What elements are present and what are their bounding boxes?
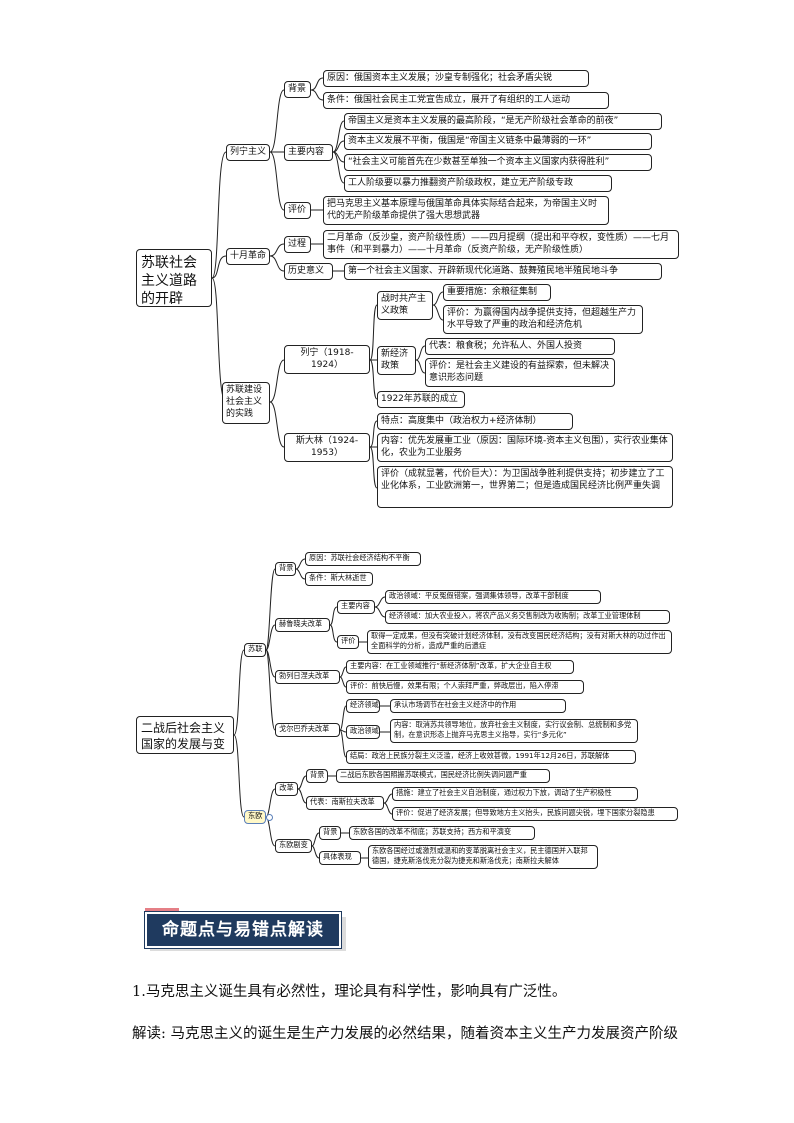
- leaf-lenin-content-1: 帝国主义是资本主义发展的最高阶段，“是无产阶级社会革命的前夜”: [344, 113, 662, 130]
- node-lenin-background: 背景: [284, 81, 311, 98]
- node-khrushchev: 赫鲁晓夫改革: [275, 618, 330, 632]
- node-eastern-europe[interactable]: 东欧: [244, 810, 266, 824]
- node-nep: 新经济政策: [377, 346, 416, 375]
- leaf-stalin-2: 内容：优先发展重工业（原因：国际环境-资本主义包围），实行农业集体化，农业为工业…: [377, 433, 673, 462]
- mindmap2-connectors: [233, 558, 393, 859]
- node-drastic-bg: 背景: [319, 826, 341, 840]
- leaf-war-communism-2: 评价：为赢得国内战争提供支持，但超越生产力水平导致了严重的政治和经济危机: [443, 305, 643, 334]
- map2-root: 二战后社会主义国家的发展与变化: [136, 716, 234, 754]
- leaf-gorbachev-result: 结局：政治上民族分裂主义泛滥，经济上收效甚微，1991年12月26日，苏联解体: [346, 750, 636, 764]
- leaf-drastic-manifest: 东欧各国经过或激烈或温和的变革脱离社会主义，民主德国并入联邦德国，捷克斯洛伐克分…: [368, 845, 598, 869]
- leaf-stalin-1: 特点：高度集中（政治权力+经济体制）: [377, 413, 573, 430]
- leaf-lenin-content-2: 资本主义发展不平衡，俄国是“帝国主义链条中最薄弱的一环”: [344, 133, 652, 150]
- node-soviet-practice: 苏联建设社会主义的实践: [222, 382, 270, 424]
- leaf-brezhnev-2: 评价：前快后慢，效果有限；个人崇拜严重，弊政层出，陷入停滞: [346, 680, 584, 694]
- leaf-ussr-bg-1: 原因：苏联社会经济结构不平衡: [305, 552, 421, 566]
- leaf-brezhnev-1: 主要内容：在工业领域推行“新经济体制”改革，扩大企业自主权: [346, 660, 574, 674]
- mindmap1-connectors: [211, 77, 444, 489]
- leaf-khrushchev-eval: 取得一定成果，但没有突破计划经济体制，没有改变国民经济结构；没有对斯大林的功过作…: [367, 630, 672, 654]
- node-ussr: 苏联: [244, 643, 266, 657]
- leaf-lenin-bg-2: 条件：俄国社会民主工党宣告成立，展开了有组织的工人运动: [323, 92, 609, 109]
- node-khrushchev-eval: 评价: [337, 635, 359, 649]
- leaf-gorbachev-econ: 承认市场调节在社会主义经济中的作用: [390, 699, 566, 713]
- node-lenin-content: 主要内容: [284, 144, 333, 161]
- node-drastic-manifest: 具体表现: [319, 851, 361, 865]
- leaf-stalin-3: 评价（成就显著，代价巨大）：为卫国战争胜利提供支持；初步建立了工业化体系，工业欧…: [377, 466, 673, 508]
- node-gorbachev-econ: 经济领域: [346, 699, 380, 713]
- node-khrushchev-content: 主要内容: [337, 600, 375, 614]
- node-east-reform: 改革: [275, 782, 298, 796]
- leaf-east-reform-bg: 二战后东欧各国照搬苏联模式，国民经济比例失调问题严重: [336, 769, 550, 783]
- node-october-process: 过程: [284, 236, 311, 253]
- paragraph-2: 解读: 马克思主义的诞生是生产力发展的必然结果，随着资本主义生产力发展资产阶级: [132, 1026, 678, 1042]
- node-gorbachev-politics: 政治领域: [346, 725, 380, 739]
- node-east-reform-bg: 背景: [306, 769, 328, 783]
- node-brezhnev: 勃列日涅夫改革: [275, 670, 340, 684]
- leaf-yugoslavia-1: 措施：建立了社会主义自治制度，通过权力下放，调动了生产积极性: [392, 787, 638, 801]
- leaf-lenin-content-3: “社会主义可能首先在少数甚至单独一个资本主义国家内获得胜利”: [344, 154, 652, 171]
- leaf-yugoslavia-2: 评价：促进了经济发展；但导致地方主义抬头，民族问题尖锐，埋下国家分裂隐患: [392, 807, 678, 821]
- map1-root: 苏联社会主义道路的开辟: [136, 249, 212, 307]
- leaf-ussr-bg-2: 条件：斯大林逝世: [305, 572, 373, 586]
- collapse-toggle-icon[interactable]: [266, 814, 273, 821]
- paragraph-1: 1.马克思主义诞生具有必然性，理论具有科学性，影响具有广泛性。: [132, 984, 567, 1000]
- node-october-meaning: 历史意义: [284, 263, 333, 280]
- leaf-khrushchev-content-2: 经济领域：加大农业投入，将农产品义务交售制改为收购制；改革工业管理体制: [385, 610, 670, 624]
- leaf-october-meaning: 第一个社会主义国家、开辟新现代化道路、鼓舞殖民地半殖民地斗争: [344, 263, 662, 280]
- node-drastic-change: 东欧剧变: [275, 839, 312, 853]
- node-war-communism: 战时共产主义政策: [377, 291, 433, 320]
- leaf-ussr-founded: 1922年苏联的成立: [377, 391, 465, 408]
- leaf-lenin-eval: 把马克思主义基本原理与俄国革命具体实际结合起来，为帝国主义时代的无产阶级革命提供…: [323, 196, 609, 225]
- banner-accent: [145, 908, 179, 914]
- leaf-nep-1: 代表：粮食税；允许私人、外国人投资: [425, 338, 615, 355]
- node-lenin-period: 列宁（1918-1924）: [284, 345, 370, 374]
- node-ussr-background: 背景: [275, 562, 296, 576]
- node-lenin-eval: 评价: [284, 202, 311, 219]
- node-october: 十月革命: [226, 248, 270, 265]
- section-title: 命题点与易错点解读: [145, 912, 341, 948]
- node-stalin: 斯大林（1924-1953）: [284, 433, 370, 462]
- leaf-gorbachev-politics: 内容：取消苏共领导地位，放弃社会主义制度，实行议会制、总统制和多党制，在意识形态…: [390, 719, 638, 743]
- leaf-lenin-content-4: 工人阶级要以暴力推翻资产阶级政权，建立无产阶级专政: [344, 175, 612, 192]
- leaf-war-communism-1: 重要措施：余粮征集制: [443, 284, 551, 301]
- leaf-drastic-bg: 东欧各国的改革不彻底；苏联支持；西方和平演变: [349, 826, 535, 840]
- leaf-khrushchev-content-1: 政治领域：平反冤假错案，强调集体领导，改革干部制度: [385, 590, 601, 604]
- node-gorbachev: 戈尔巴乔夫改革: [275, 723, 340, 737]
- node-yugoslavia: 代表：南斯拉夫改革: [306, 796, 384, 810]
- leaf-october-process: 二月革命（反沙皇，资产阶级性质）——四月提纲（提出和平夺权，变性质）——七月事件…: [323, 230, 679, 259]
- leaf-lenin-bg-1: 原因：俄国资本主义发展；沙皇专制强化；社会矛盾尖锐: [323, 70, 589, 87]
- node-leninism: 列宁主义: [226, 144, 270, 161]
- leaf-nep-2: 评价：是社会主义建设的有益探索，但未解决意识形态问题: [425, 358, 615, 387]
